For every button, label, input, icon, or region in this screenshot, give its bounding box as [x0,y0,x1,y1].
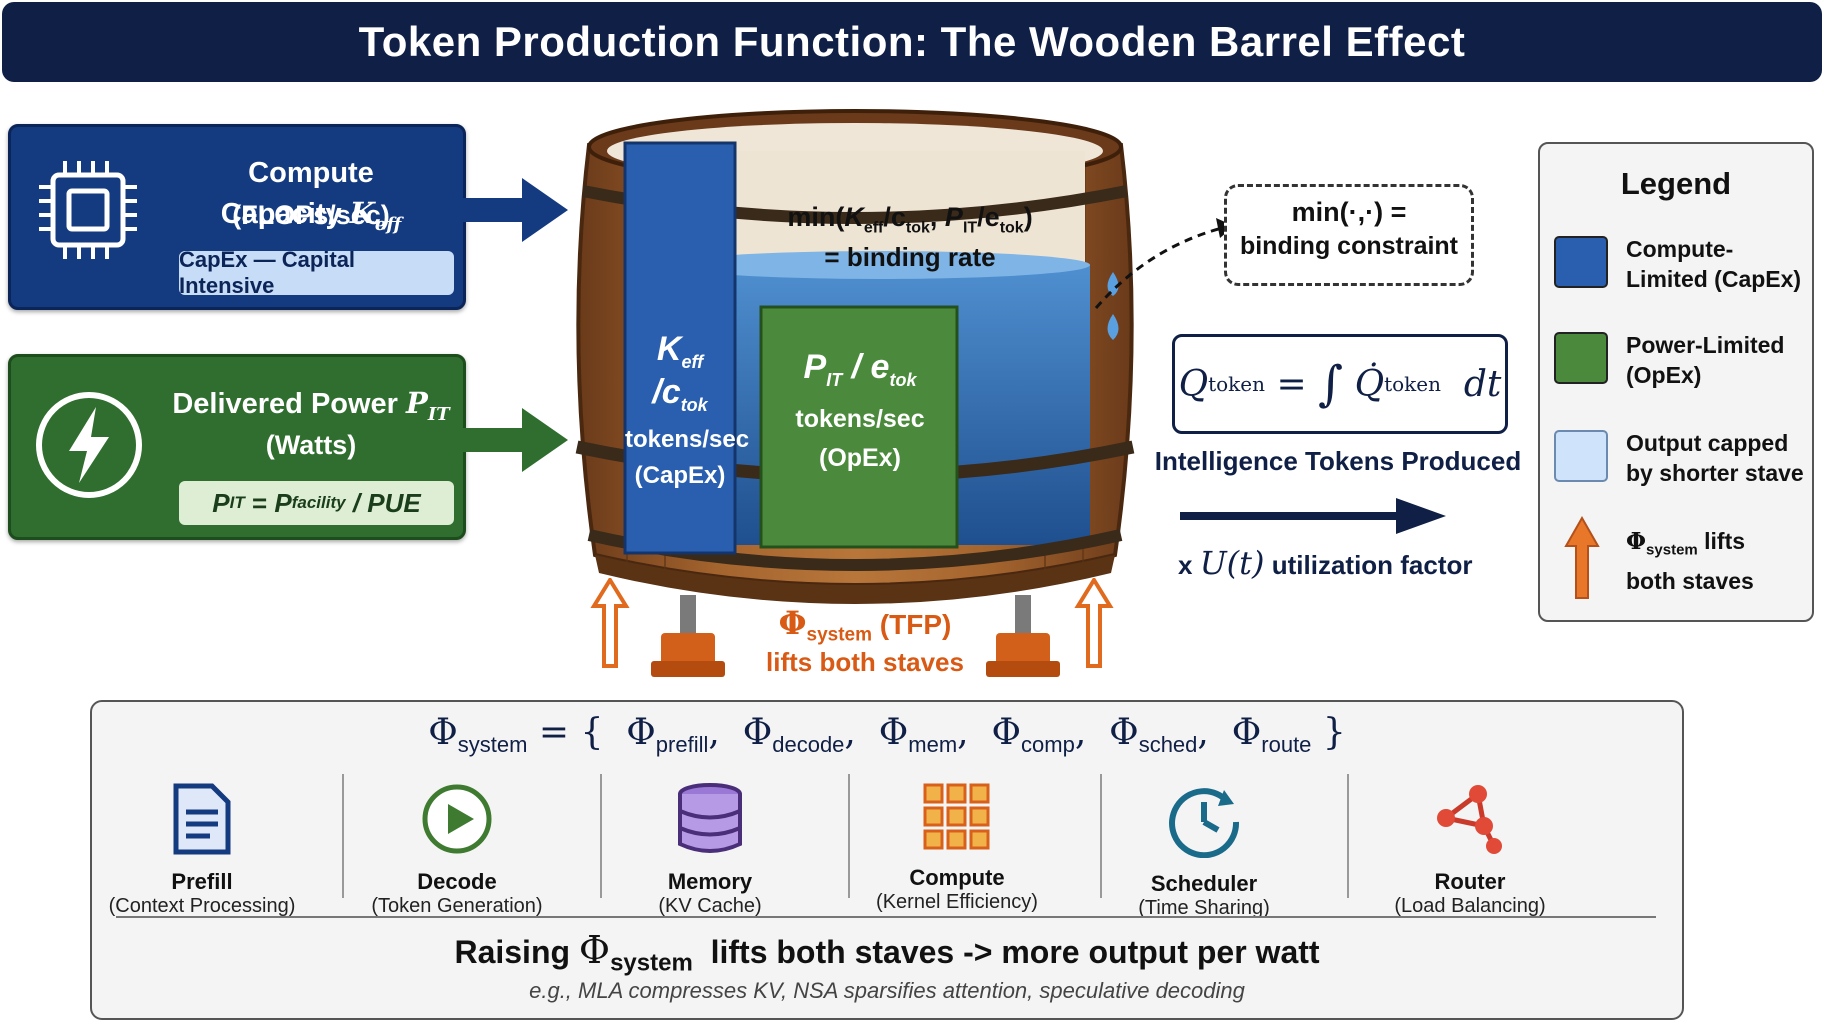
separator [1100,774,1102,898]
output-arrow [1180,498,1446,534]
divider [116,916,1656,918]
legend-panel: Legend Compute-Limited (CapEx) Power-Lim… [1538,142,1814,622]
power-title: Delivered Power PIT [172,386,450,425]
separator [342,774,344,898]
component-decode: Decode (Token Generation) [347,782,567,918]
power-arrow [460,408,568,472]
separator [600,774,602,898]
capex-pill: CapEx — Capital Intensive [179,247,454,298]
page-title: Token Production Function: The Wooden Ba… [2,2,1822,82]
legend-up-arrow-icon [1564,516,1600,599]
network-icon [1437,785,1502,854]
compute-capacity-panel: Compute Capacity Keff (FLOPs/sec) CapEx … [8,124,466,310]
jack-left [651,595,725,677]
cpu-chip-icon [39,161,137,259]
lift-arrow-left [590,578,630,668]
right-stave-label: PIT / etok tokens/sec (OpEx) [795,348,925,472]
component-router: Router (Load Balancing) [1360,782,1580,918]
document-icon [173,783,231,855]
jack-right [986,595,1060,677]
lightning-bolt-icon [36,392,142,498]
component-memory: Memory (KV Cache) [600,782,820,918]
phi-system-panel: Φsystem = { Φprefill, Φdecode, Φmem, Φco… [90,700,1684,1020]
water-drip-icon [1107,272,1119,340]
legend-label-capped: Output capped by shorter stave [1626,430,1804,486]
intelligence-tokens-caption: Intelligence Tokens Produced [1154,446,1522,476]
legend-title: Legend [1620,166,1732,201]
database-icon [678,783,742,853]
lift-arrow-right [1074,578,1114,668]
component-prefill: Prefill (Context Processing) [92,782,312,918]
legend-swatch-power [1554,332,1608,384]
component-scheduler: Scheduler (Time Sharing) [1094,782,1314,920]
raising-phi-statement: Raising Φsystem lifts both staves -> mor… [454,928,1320,977]
separator [848,774,850,898]
component-compute: Compute (Kernel Efficiency) [847,782,1067,914]
legend-label-compute: Compute-Limited (CapEx) [1626,236,1802,292]
compute-unit: (FLOPs/sec) [232,200,390,230]
binding-rate-label: = binding rate [824,242,996,272]
binding-constraint-connector [1094,218,1234,309]
legend-swatch-compute [1554,236,1608,288]
play-icon [422,784,492,854]
wooden-barrel [575,109,1135,677]
compute-title: Compute Capacity Keff [220,157,402,235]
power-unit: (Watts) [265,430,357,460]
example-caption: e.g., MLA compresses KV, NSA sparsifies … [529,978,1245,1003]
phi-system-formula: Φsystem = { Φprefill, Φdecode, Φmem, Φco… [428,712,1346,758]
phi-system-jack-label: Φsystem (TFP) lifts both staves [766,604,964,677]
legend-swatch-capped [1554,430,1608,482]
binding-constraint-box: min(·,·) = binding constraint [1224,184,1474,286]
left-stave-label: Keff /ctok tokens/sec (CapEx) [625,330,750,489]
separator [1347,774,1349,898]
compute-arrow [460,178,568,242]
min-expression: min(Keff/ctok, PIT/etok) [787,202,1033,237]
grid-icon [923,783,990,850]
clock-icon [1169,788,1240,859]
utilization-factor-label: x U(t) utilization factor [1178,544,1473,582]
legend-label-power: Power-Limited (OpEx) [1626,332,1785,388]
